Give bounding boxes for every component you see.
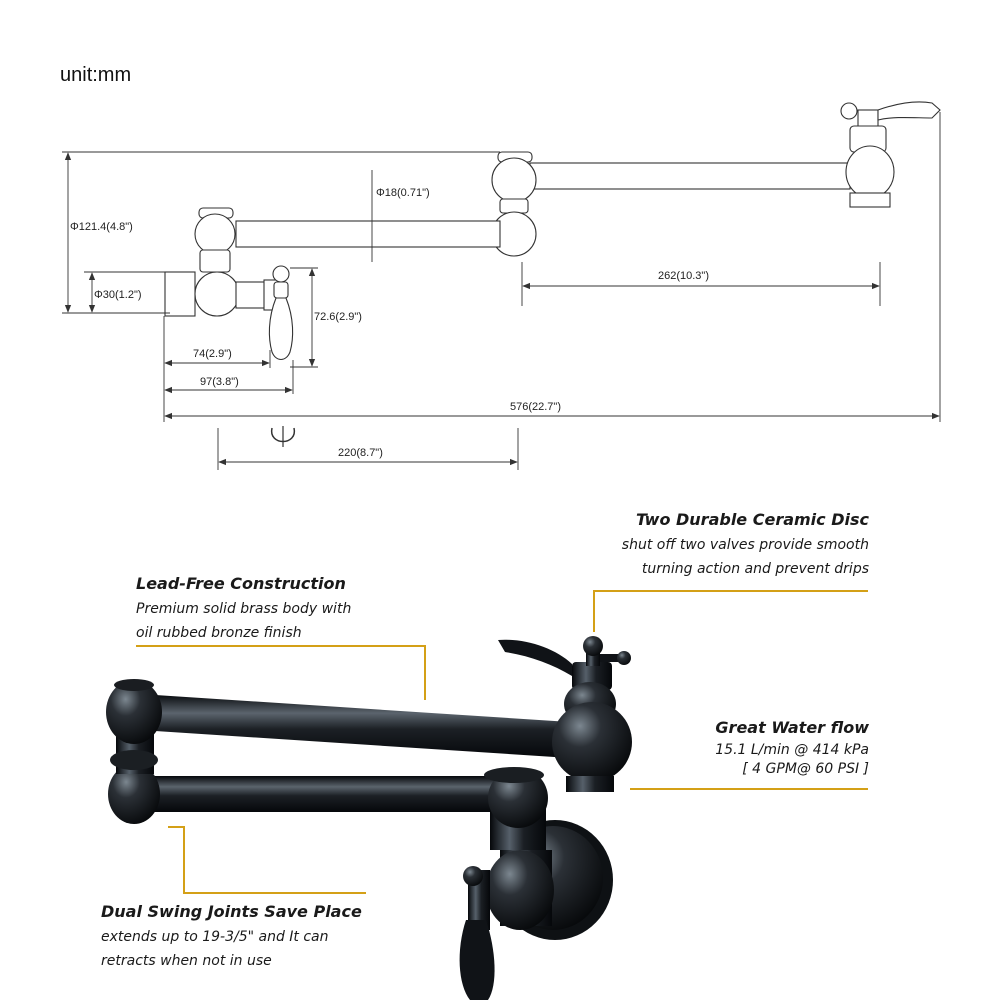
callout-lines bbox=[136, 590, 868, 894]
feature-line: oil rubbed bronze finish bbox=[136, 625, 302, 641]
valve-body bbox=[164, 249, 294, 361]
dim-height-total: Φ121.4(4.8") bbox=[70, 221, 133, 233]
dim-total-length: 576(22.7") bbox=[510, 401, 561, 413]
feature-ceramic-disc: Two Durable Ceramic Disc shut off two va… bbox=[622, 510, 869, 581]
feature-line: 15.1 L/min @ 414 kPa bbox=[715, 742, 869, 758]
feature-water-flow: Great Water flow 15.1 L/min @ 414 kPa [ … bbox=[715, 718, 869, 779]
technical-drawing bbox=[62, 101, 941, 470]
dim-base-diameter: Φ30(1.2") bbox=[94, 289, 142, 301]
callout-line-dual-swing bbox=[168, 826, 366, 894]
spout-end bbox=[840, 101, 941, 208]
feature-dual-swing: Dual Swing Joints Save Place extends up … bbox=[101, 902, 362, 973]
callout-line-ceramic bbox=[593, 590, 868, 632]
dim-handle-height: 72.6(2.9") bbox=[314, 311, 362, 323]
feature-title: Two Durable Ceramic Disc bbox=[635, 510, 869, 529]
feature-title: Great Water flow bbox=[715, 718, 869, 737]
lower-arm bbox=[194, 207, 501, 255]
dim-pipe-diameter: Φ18(0.71") bbox=[376, 187, 430, 199]
dimension-lines bbox=[62, 112, 941, 470]
faucet-product-image bbox=[106, 636, 632, 1000]
feature-line: extends up to 19-3/5" and It can bbox=[101, 929, 329, 945]
feature-line: turning action and prevent drips bbox=[641, 561, 869, 577]
dim-arm-length: 262(10.3") bbox=[658, 270, 709, 282]
feature-line: [ 4 GPM@ 60 PSI ] bbox=[742, 761, 869, 777]
unit-label: unit:mm bbox=[60, 64, 132, 86]
feature-lead-free: Lead-Free Construction Premium solid bra… bbox=[136, 574, 351, 645]
upper-arm bbox=[491, 151, 851, 257]
dim-valve-width: 97(3.8") bbox=[200, 376, 239, 388]
dim-folded-length: 220(8.7") bbox=[338, 447, 383, 459]
feature-line: Premium solid brass body with bbox=[136, 601, 352, 617]
dimension-labels: Φ121.4(4.8") Φ18(0.71") Φ30(1.2") 72.6(2… bbox=[70, 187, 709, 459]
feature-title: Lead-Free Construction bbox=[136, 574, 346, 593]
feature-title: Dual Swing Joints Save Place bbox=[101, 902, 362, 921]
feature-line: shut off two valves provide smooth bbox=[621, 537, 869, 553]
dim-handle-offset: 74(2.9") bbox=[193, 348, 232, 360]
feature-line: retracts when not in use bbox=[101, 953, 272, 969]
callout-line-lead-free bbox=[136, 645, 426, 700]
